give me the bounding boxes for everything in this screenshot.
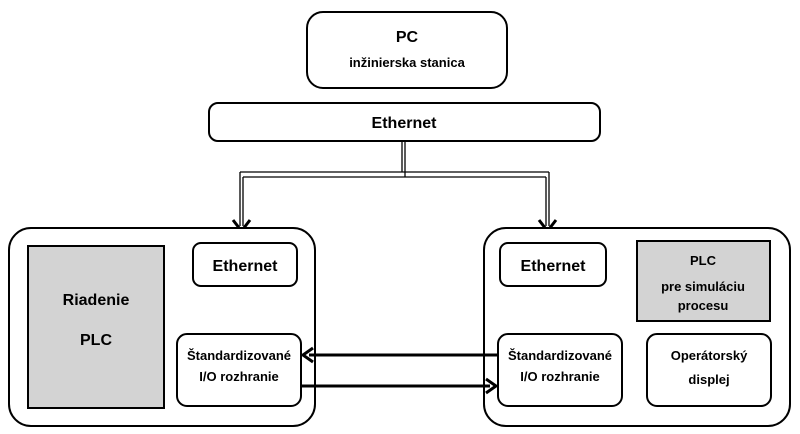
right-ethernet-label: Ethernet — [521, 258, 587, 275]
ethernet-connections — [231, 141, 558, 234]
operator-display-label-line1: Operátorský — [671, 348, 748, 363]
operator-display-label-line2: displej — [688, 372, 729, 387]
pc-subtitle: inžinierska stanica — [349, 55, 465, 70]
controller-label-line2: PLC — [80, 332, 112, 349]
plc-sim-label-line1: PLC — [690, 253, 717, 268]
pc-node: PC inžinierska stanica — [306, 11, 508, 89]
plc-simulation-box — [636, 240, 771, 322]
left-io-label-line2: I/O rozhranie — [199, 369, 278, 384]
ethernet-bus: Ethernet — [208, 102, 601, 142]
right-io-label-line2: I/O rozhranie — [520, 369, 599, 384]
left-ethernet-box — [192, 242, 298, 287]
right-ethernet-box — [499, 242, 607, 287]
left-io-label-line1: Štandardizované — [187, 348, 291, 363]
plc-sim-label-line3: procesu — [678, 298, 729, 313]
pc-box — [306, 11, 508, 89]
io-connections — [300, 346, 499, 395]
operator-display-box — [646, 333, 772, 407]
right-station: Ethernet PLC pre simuláciu procesu Štand… — [483, 227, 791, 427]
pc-title: PC — [396, 29, 419, 46]
left-io-box — [176, 333, 302, 407]
right-io-box — [497, 333, 623, 407]
left-ethernet-label: Ethernet — [213, 258, 279, 275]
plc-sim-label-line2: pre simuláciu — [661, 279, 745, 294]
right-io-label-line1: Štandardizované — [508, 348, 612, 363]
arrow-left-icon — [300, 346, 314, 364]
left-station: Riadenie PLC Ethernet Štandardizované I/… — [8, 227, 316, 427]
ethernet-bus-label: Ethernet — [372, 115, 438, 132]
controller-label-line1: Riadenie — [63, 292, 130, 309]
controller-plc-box — [27, 245, 165, 409]
arrow-right-icon — [485, 377, 499, 395]
